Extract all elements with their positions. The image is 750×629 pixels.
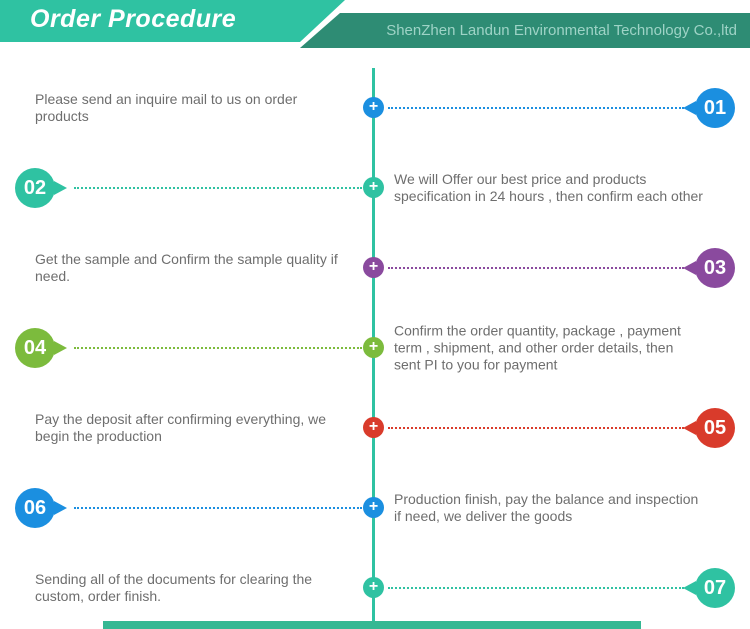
plus-marker-icon: + xyxy=(363,417,384,438)
step-number-badge: 02 xyxy=(15,168,67,208)
step-description: Pay the deposit after confirming everyth… xyxy=(35,411,327,444)
step-number-badge: 01 xyxy=(683,88,735,128)
company-name: ShenZhen Landun Environmental Technology… xyxy=(386,22,737,39)
step-description: Get the sample and Confirm the sample qu… xyxy=(35,251,338,284)
step-number: 04 xyxy=(23,336,47,359)
step-number: 06 xyxy=(23,496,47,519)
plus-marker-icon: + xyxy=(363,337,384,358)
badge-tail-pointer xyxy=(54,181,67,195)
step-number: 01 xyxy=(703,96,727,119)
dotted-connector xyxy=(74,507,362,509)
timeline-step: 01 + Please send an inquire mail to us o… xyxy=(0,68,750,148)
badge-tail-pointer xyxy=(683,421,696,435)
timeline-step: 03 + Get the sample and Confirm the samp… xyxy=(0,228,750,308)
step-number: 02 xyxy=(23,176,47,199)
badge-tail-pointer xyxy=(54,501,67,515)
dotted-connector xyxy=(74,187,362,189)
timeline-step: 02 + We will Offer our best price and pr… xyxy=(0,148,750,228)
badge-tail-pointer xyxy=(683,101,696,115)
footer-bar xyxy=(103,621,641,629)
dotted-connector xyxy=(388,107,684,109)
step-number: 05 xyxy=(703,416,727,439)
badge-tail-pointer xyxy=(683,581,696,595)
step-description: Sending all of the documents for clearin… xyxy=(35,571,313,604)
step-number-badge: 04 xyxy=(15,328,67,368)
step-number-badge: 05 xyxy=(683,408,735,448)
page-title: Order Procedure xyxy=(30,5,237,33)
dotted-connector xyxy=(74,347,362,349)
step-description: We will Offer our best price and product… xyxy=(394,171,703,204)
timeline-step: 04 + Confirm the order quantity, package… xyxy=(0,308,750,388)
step-number: 03 xyxy=(703,256,727,279)
step-description: Confirm the order quantity, package , pa… xyxy=(394,322,681,373)
timeline-step: 07 + Sending all of the documents for cl… xyxy=(0,548,750,628)
header-banner xyxy=(0,0,345,42)
plus-marker-icon: + xyxy=(363,577,384,598)
step-number-badge: 06 xyxy=(15,488,67,528)
step-description: Production finish, pay the balance and i… xyxy=(394,491,699,524)
badge-tail-pointer xyxy=(54,341,67,355)
step-number: 07 xyxy=(703,576,727,599)
company-banner: ShenZhen Landun Environmental Technology… xyxy=(300,13,750,48)
dotted-connector xyxy=(388,267,684,269)
plus-marker-icon: + xyxy=(363,257,384,278)
plus-marker-icon: + xyxy=(363,497,384,518)
timeline-step: 05 + Pay the deposit after confirming ev… xyxy=(0,388,750,468)
dotted-connector xyxy=(388,427,684,429)
timeline-step: 06 + Production finish, pay the balance … xyxy=(0,468,750,548)
plus-marker-icon: + xyxy=(363,97,384,118)
step-number-badge: 07 xyxy=(683,568,735,608)
step-description: Please send an inquire mail to us on ord… xyxy=(35,91,298,124)
plus-marker-icon: + xyxy=(363,177,384,198)
step-number-badge: 03 xyxy=(683,248,735,288)
badge-tail-pointer xyxy=(683,261,696,275)
dotted-connector xyxy=(388,587,684,589)
